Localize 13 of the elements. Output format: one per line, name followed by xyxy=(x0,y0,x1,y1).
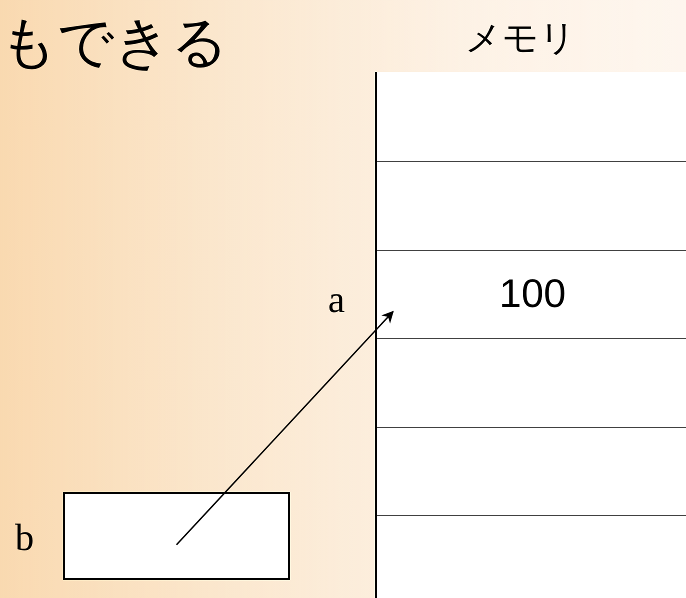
variable-name: a xyxy=(328,278,345,322)
memory-cell xyxy=(377,515,686,598)
variable-box xyxy=(63,492,290,580)
memory-cell xyxy=(377,427,686,515)
arrow xyxy=(176,310,394,546)
memory-cell xyxy=(377,338,686,427)
memory-heading: メモリ xyxy=(465,16,576,60)
variable-name: b xyxy=(15,516,34,560)
slide-title: もできる xyxy=(0,14,228,70)
memory-cell xyxy=(377,250,686,338)
memory-cell xyxy=(377,161,686,250)
memory-cell xyxy=(377,72,686,161)
cell-value: 100 xyxy=(499,272,566,317)
